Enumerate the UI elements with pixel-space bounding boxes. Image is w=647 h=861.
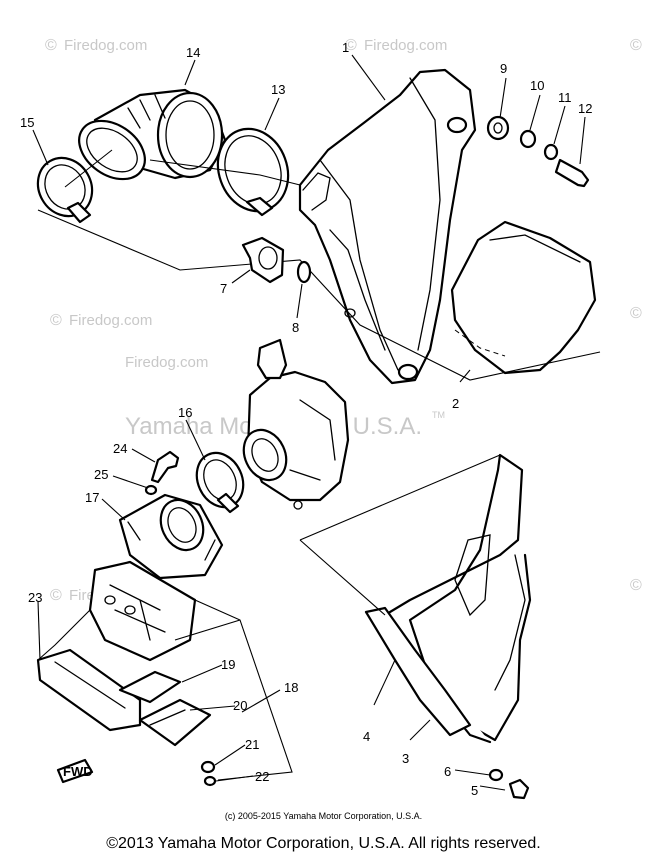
part-19-reed-plate <box>118 670 182 704</box>
part-10-washer <box>519 129 537 149</box>
callout-24: 24 <box>113 441 127 456</box>
callout-9: 9 <box>500 61 507 76</box>
watermark-copyright: © <box>45 37 57 54</box>
leader-lines <box>32 54 586 791</box>
part-23-gasket <box>36 648 142 732</box>
callout-23: 23 <box>28 590 42 605</box>
part-11-nut <box>543 143 559 161</box>
part-8-clip <box>296 260 312 284</box>
callout-19: 19 <box>221 657 235 672</box>
watermark-firedog: Firedog.com <box>64 37 147 54</box>
watermark-copyright: © <box>50 587 62 604</box>
part-16-clamp <box>195 451 245 514</box>
callout-8: 8 <box>292 320 299 335</box>
watermark-copyright: © <box>630 37 642 54</box>
callout-20: 20 <box>233 698 247 713</box>
direction-tag-label: FWD <box>63 764 93 779</box>
part-12-bolt <box>554 158 590 188</box>
part-2-filter-element <box>450 220 597 375</box>
part-7-joint <box>241 236 285 284</box>
watermark-tm: TM <box>432 410 445 420</box>
callout-2: 2 <box>452 396 459 411</box>
callout-10: 10 <box>530 78 544 93</box>
part-22-screw <box>203 775 217 787</box>
part-13-clamp <box>216 127 290 217</box>
part-17-manifold <box>118 493 224 580</box>
callout-22: 22 <box>255 769 269 784</box>
callout-13: 13 <box>271 82 285 97</box>
watermark-copyright: © <box>630 577 642 594</box>
part-24-screw <box>150 450 180 484</box>
watermark-firedog: Firedog.com <box>364 37 447 54</box>
callout-18: 18 <box>284 680 298 695</box>
watermark-copyright: © <box>630 305 642 322</box>
callout-12: 12 <box>578 101 592 116</box>
direction-tag: FWD <box>56 758 94 784</box>
part-4-side-cover-inner <box>364 606 472 737</box>
part-9-grommet <box>486 115 510 141</box>
watermark-copyright: © <box>345 37 357 54</box>
callout-16: 16 <box>178 405 192 420</box>
callout-5: 5 <box>471 783 478 798</box>
watermark-copyright: © <box>50 312 62 329</box>
main-copyright: ©2013 Yamaha Motor Corporation, U.S.A. A… <box>106 835 541 852</box>
part-5-bolt <box>508 778 530 800</box>
carburetor <box>242 338 350 510</box>
part-21-washer <box>200 760 216 774</box>
callout-4: 4 <box>363 729 370 744</box>
callout-17: 17 <box>85 490 99 505</box>
callout-3: 3 <box>402 751 409 766</box>
callout-11: 11 <box>558 90 572 105</box>
part-1-air-box <box>298 68 477 385</box>
callout-14: 14 <box>186 45 200 60</box>
part-6-grommet <box>488 768 504 782</box>
part-20-reed-stopper <box>138 698 212 747</box>
assembly-axis <box>64 149 301 188</box>
callout-1: 1 <box>342 40 349 55</box>
part-25-washer <box>144 484 158 496</box>
part-14-intake-boot <box>78 88 227 181</box>
callout-7: 7 <box>220 281 227 296</box>
box-outline-upper <box>37 209 601 381</box>
callout-25: 25 <box>94 467 108 482</box>
callout-15: 15 <box>20 115 34 130</box>
callout-6: 6 <box>444 764 451 779</box>
group-bracket <box>174 599 293 781</box>
watermark-firedog: Firedog.com <box>69 312 152 329</box>
small-copyright: (c) 2005-2015 Yamaha Motor Corporation, … <box>224 811 423 821</box>
box-outline-lower <box>299 454 501 616</box>
part-18-reed-valve <box>88 560 197 662</box>
watermark-firedog: Firedog.com <box>125 354 208 371</box>
lower-outline <box>37 609 91 661</box>
callout-21: 21 <box>245 737 259 752</box>
callouts: 1 2 3 4 5 6 7 8 9 10 11 12 13 14 15 16 1… <box>20 40 592 798</box>
part-3-side-cover <box>383 453 532 744</box>
